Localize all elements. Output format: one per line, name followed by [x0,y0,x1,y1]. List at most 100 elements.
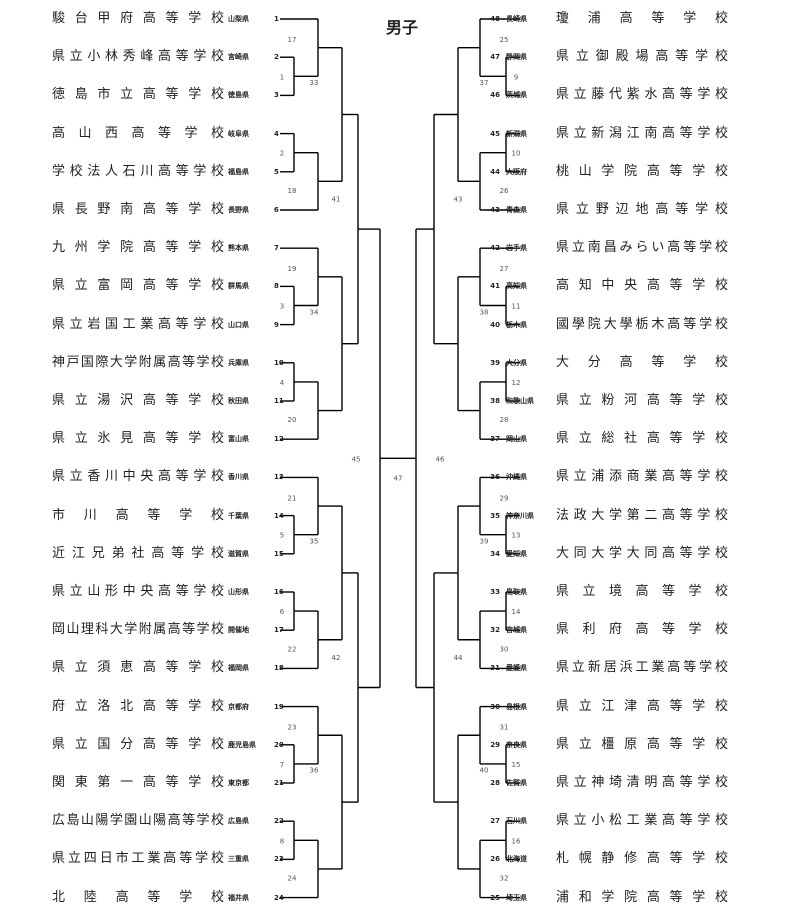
school-name: 大分高等学校 [556,354,728,370]
seed-number: 20 [274,740,284,749]
school-name: 県立総社高等学校 [556,431,728,447]
prefecture-label: 大分県 [506,358,527,367]
seed-number: 18 [274,664,284,673]
left-match-number: 3 [280,303,284,311]
school-name: 県立香川中央高等学校 [52,469,224,485]
left-match-number: 6 [280,608,285,616]
school-name: 県立藤代紫水高等学校 [556,87,728,103]
left-match-number: 1 [280,73,284,81]
right-match-number: 38 [480,308,489,316]
prefecture-label: 岡山県 [506,435,527,444]
right-match-number: 15 [512,761,521,769]
right-match-number: 30 [500,645,509,653]
seed-number: 31 [490,664,500,673]
prefecture-label: 沖縄県 [506,473,527,482]
school-name: 札幌静修高等学校 [556,851,728,867]
final-match-number: 47 [394,474,403,482]
school-name: 九州学院高等学校 [52,240,224,256]
seed-number: 26 [490,855,500,864]
right-match-number: 14 [512,608,521,616]
seed-number: 33 [490,588,500,596]
school-name: 県立新潟江南高等学校 [556,125,728,141]
left-match-number: 33 [310,79,319,87]
bracket-title: 男子 [385,18,418,37]
left-match-number: 36 [310,767,319,775]
seed-number: 13 [274,473,284,482]
school-name: 神戸国際大学附属高等学校 [52,354,224,370]
prefecture-label: 秋田県 [228,397,249,405]
right-match-number: 27 [500,265,509,273]
left-match-number: 2 [280,150,284,158]
prefecture-label: 広島県 [228,817,249,826]
seed-number: 16 [274,588,284,596]
school-name: 県立小松工業高等学校 [556,813,728,829]
school-name: 県立湯沢高等学校 [52,393,224,408]
left-match-number: 4 [280,379,285,387]
school-name: 高知中央高等学校 [556,278,728,294]
left-match-number: 45 [352,455,361,463]
school-name: 徳島市立高等学校 [52,87,224,103]
seed-number: 4 [274,129,279,138]
seed-number: 28 [490,779,500,787]
left-match-number: 24 [288,875,297,883]
prefecture-label: 徳島県 [228,91,249,100]
school-name: 駿台甲府高等学校 [52,11,224,26]
seed-number: 35 [490,511,500,520]
seed-number: 46 [490,91,500,100]
prefecture-label: 群馬県 [228,282,249,291]
team-row: 県立湯沢高等学校秋田県 11 [52,389,302,413]
left-match-number: 21 [288,494,297,502]
school-name: 県立野辺地高等学校 [556,202,728,217]
school-name: 県立浦添商業高等学校 [556,469,728,485]
school-name: 県長野南高等学校 [52,202,224,217]
school-name: 県利府高等学校 [556,622,728,638]
school-name: 県立御殿場高等学校 [556,49,728,65]
left-match-number: 19 [288,265,297,273]
school-name: 広島山陽学園山陽高等学校 [52,813,224,829]
school-name: 法政大学第二高等学校 [556,507,728,523]
prefecture-label: 福井県 [228,893,249,902]
seed-number: 45 [490,129,500,138]
prefecture-label: 香川県 [228,473,249,482]
seed-number: 5 [274,167,279,176]
prefecture-label: 北海道 [506,855,527,864]
seed-number: 11 [274,397,284,405]
left-match-number: 5 [280,532,284,540]
school-name: 県立四日市工業高等学校 [52,851,224,867]
seed-number: 12 [274,435,284,444]
school-name: 桃山学院高等学校 [556,163,728,179]
right-match-number: 46 [436,455,445,463]
seed-number: 48 [490,15,500,23]
school-name: 岡山理科大学附属高等学校 [52,622,224,638]
seed-number: 15 [274,549,284,558]
school-name: 県立国分高等学校 [52,736,224,752]
prefecture-label: 埼玉県 [506,893,527,902]
seed-number: 17 [274,626,284,635]
school-name: 県立山形中央高等学校 [52,584,224,599]
left-match-number: 41 [332,196,341,204]
seed-number: 38 [490,397,500,405]
prefecture-label: 高知県 [506,282,527,291]
prefecture-label: 滋賀県 [228,549,249,558]
seed-number: 43 [490,206,500,214]
school-name: 瓊浦高等学校 [556,11,728,26]
seed-number: 25 [490,893,500,902]
